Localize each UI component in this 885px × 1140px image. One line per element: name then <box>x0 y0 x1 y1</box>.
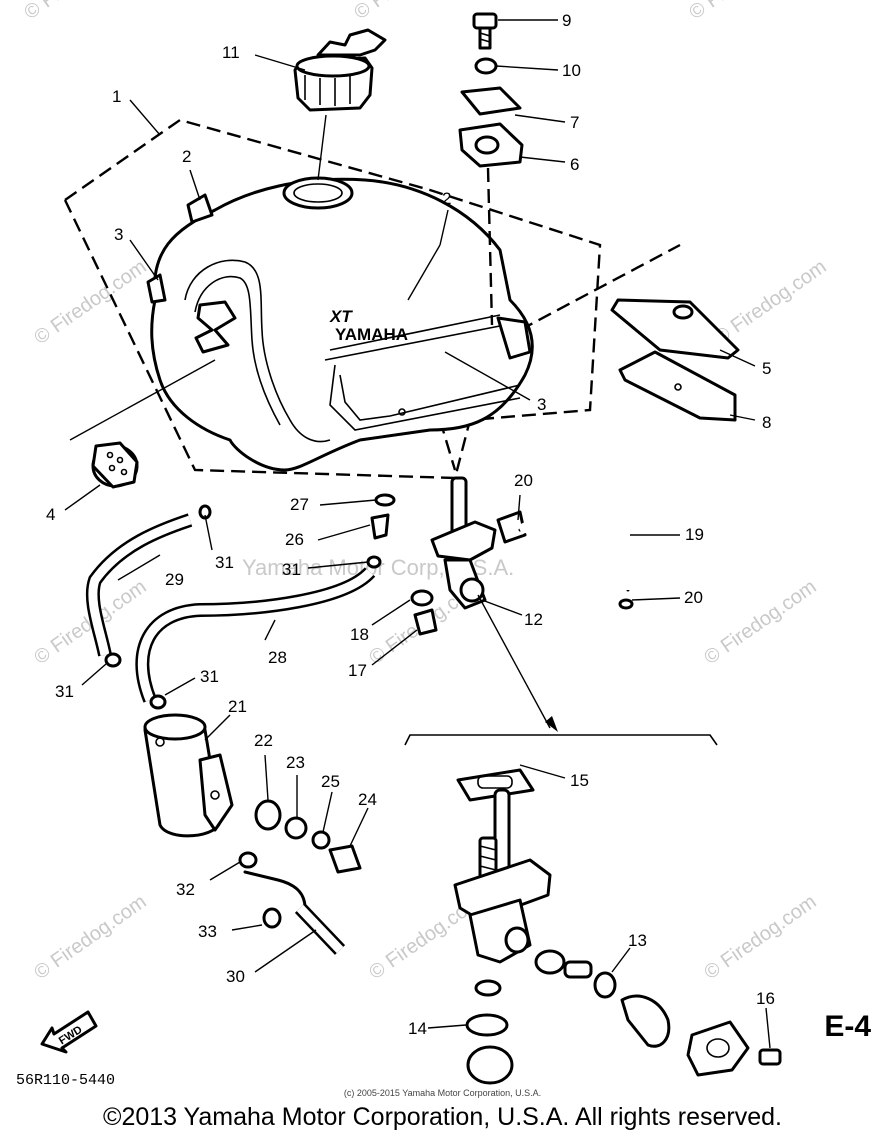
tank-brand: YAMAHA <box>335 325 408 344</box>
callout-11: 11 <box>222 43 240 62</box>
leader-lines <box>64 19 771 1049</box>
callout-27: 27 <box>290 495 309 514</box>
mount-hardware-top <box>458 12 524 326</box>
callout-9: 9 <box>562 11 571 30</box>
callout-6: 6 <box>570 155 579 174</box>
callout-33: 33 <box>198 922 217 941</box>
callout-28: 28 <box>268 648 287 667</box>
watermark: © Firedog.com <box>700 891 820 984</box>
copyright-footer: ©2013 Yamaha Motor Corporation, U.S.A. A… <box>103 1103 782 1131</box>
petcock-exploded <box>453 768 782 1085</box>
drawing-number: 56R110-5440 <box>16 1072 116 1089</box>
callout-19: 19 <box>685 525 704 544</box>
callout-31: 31 <box>200 667 219 686</box>
watermark: © Firedog.com <box>20 0 140 24</box>
callout-29: 29 <box>165 570 184 589</box>
watermark: © Firedog.com <box>350 0 470 24</box>
fwd-arrow-icon: FWD <box>40 1010 98 1054</box>
filter-element <box>91 441 139 489</box>
detail-bracket <box>404 734 718 746</box>
callout-21: 21 <box>228 697 247 716</box>
callout-13: 13 <box>628 931 647 950</box>
callout-5: 5 <box>762 359 771 378</box>
callout-20: 20 <box>684 588 703 607</box>
callout-20: 20 <box>514 471 533 490</box>
callout-3: 3 <box>537 395 546 414</box>
callout-31: 31 <box>282 560 301 579</box>
watermark: © Firedog.com <box>30 891 150 984</box>
small-copyright: (c) 2005-2015 Yamaha Motor Corporation, … <box>343 1088 542 1098</box>
fuel-cap <box>293 28 387 112</box>
callout-30: 30 <box>226 967 245 986</box>
section-code: E-4 <box>824 1010 871 1043</box>
petcock-upper <box>410 476 527 636</box>
watermark: © Firedog.com <box>685 0 805 24</box>
callout-2: 2 <box>442 189 451 208</box>
callout-3: 3 <box>114 225 123 244</box>
callout-1: 1 <box>112 87 121 106</box>
callout-31: 31 <box>55 682 74 701</box>
mount-hardware-canister <box>254 799 362 874</box>
small-fittings <box>104 493 396 710</box>
callout-16: 16 <box>756 989 775 1008</box>
callout-labels: 1 2 2 3 3 4 5 6 7 8 9 10 11 12 13 14 15 … <box>46 11 775 1038</box>
rear-brackets <box>610 298 740 422</box>
callout-22: 22 <box>254 731 273 750</box>
callout-7: 7 <box>570 113 579 132</box>
callout-12: 12 <box>524 610 543 629</box>
tank-emblem: XT <box>329 307 353 326</box>
canister <box>143 713 234 838</box>
callout-8: 8 <box>762 413 771 432</box>
callout-2: 2 <box>182 147 191 166</box>
watermark: © Firedog.com <box>30 256 150 349</box>
callout-31: 31 <box>215 553 234 572</box>
callout-18: 18 <box>350 625 369 644</box>
callout-14: 14 <box>408 1019 427 1038</box>
watermark: © Firedog.com <box>710 256 830 349</box>
callout-26: 26 <box>285 530 304 549</box>
callout-25: 25 <box>321 772 340 791</box>
fuel-hose-19-core <box>517 480 636 591</box>
fuel-tank: XT YAMAHA <box>146 176 534 472</box>
callout-10: 10 <box>562 61 581 80</box>
callout-32: 32 <box>176 880 195 899</box>
watermark: © Firedog.com <box>700 576 820 669</box>
callout-17: 17 <box>348 661 367 680</box>
callout-15: 15 <box>570 771 589 790</box>
callout-23: 23 <box>286 753 305 772</box>
callout-4: 4 <box>46 505 55 524</box>
hose-30 <box>243 870 307 910</box>
callout-24: 24 <box>358 790 377 809</box>
